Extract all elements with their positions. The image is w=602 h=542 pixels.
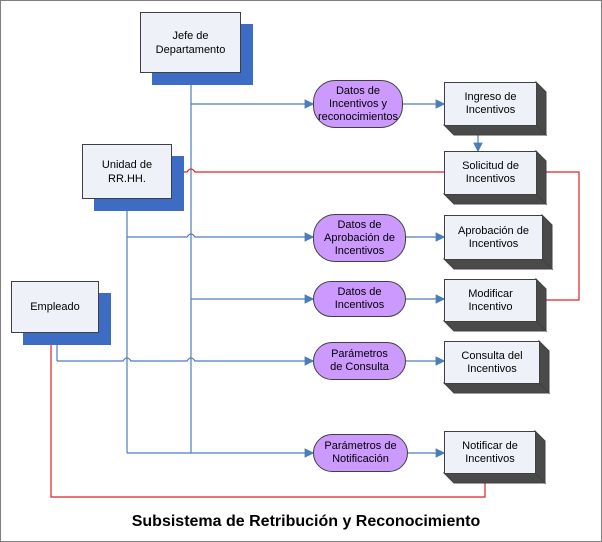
return-notificar-to-empleado xyxy=(46,333,486,498)
actor-unidad-rrhh: Unidad de RR.HH. xyxy=(82,144,172,199)
return-solicitud-to-rrhh xyxy=(171,167,444,177)
process-solicitud-incentivos: Solicitud de Incentivos xyxy=(444,151,537,195)
process-aprobacion-incentivos: Aprobación de Incentivos xyxy=(444,215,543,260)
actor-jefe-departamento: Jefe de Departamento xyxy=(140,12,241,73)
process-notificar-incentivos: Notificar de Incentivos xyxy=(444,431,536,474)
diagram-title: Subsistema de Retribución y Reconocimien… xyxy=(131,513,481,530)
flow-datos-aprobacion: Datos de Aprobación de Incentivos xyxy=(313,214,406,262)
process-ingreso-incentivos: Ingreso de Incentivos xyxy=(444,82,537,126)
flow-datos-incentivos-reconocimientos: Datos de Incentivos y reconocimientos xyxy=(313,80,403,128)
actor-empleado: Empleado xyxy=(11,281,99,333)
return-modificar-to-solicitud xyxy=(536,167,580,301)
process-modificar-incentivo: Modificar Incentivo xyxy=(444,279,537,322)
flow-empleado-to-consulta xyxy=(57,356,315,366)
flow-parametros-notificacion: Parámetros de Notificación xyxy=(313,434,408,472)
flow-datos-incentivos: Datos de Incentivos xyxy=(313,281,406,317)
process-consulta-incentivos: Consulta del Incentivos xyxy=(444,341,540,384)
flow-rrhh-to-aprobacion xyxy=(127,232,315,242)
flow-parametros-consulta: Parámetros de Consulta xyxy=(313,342,406,380)
